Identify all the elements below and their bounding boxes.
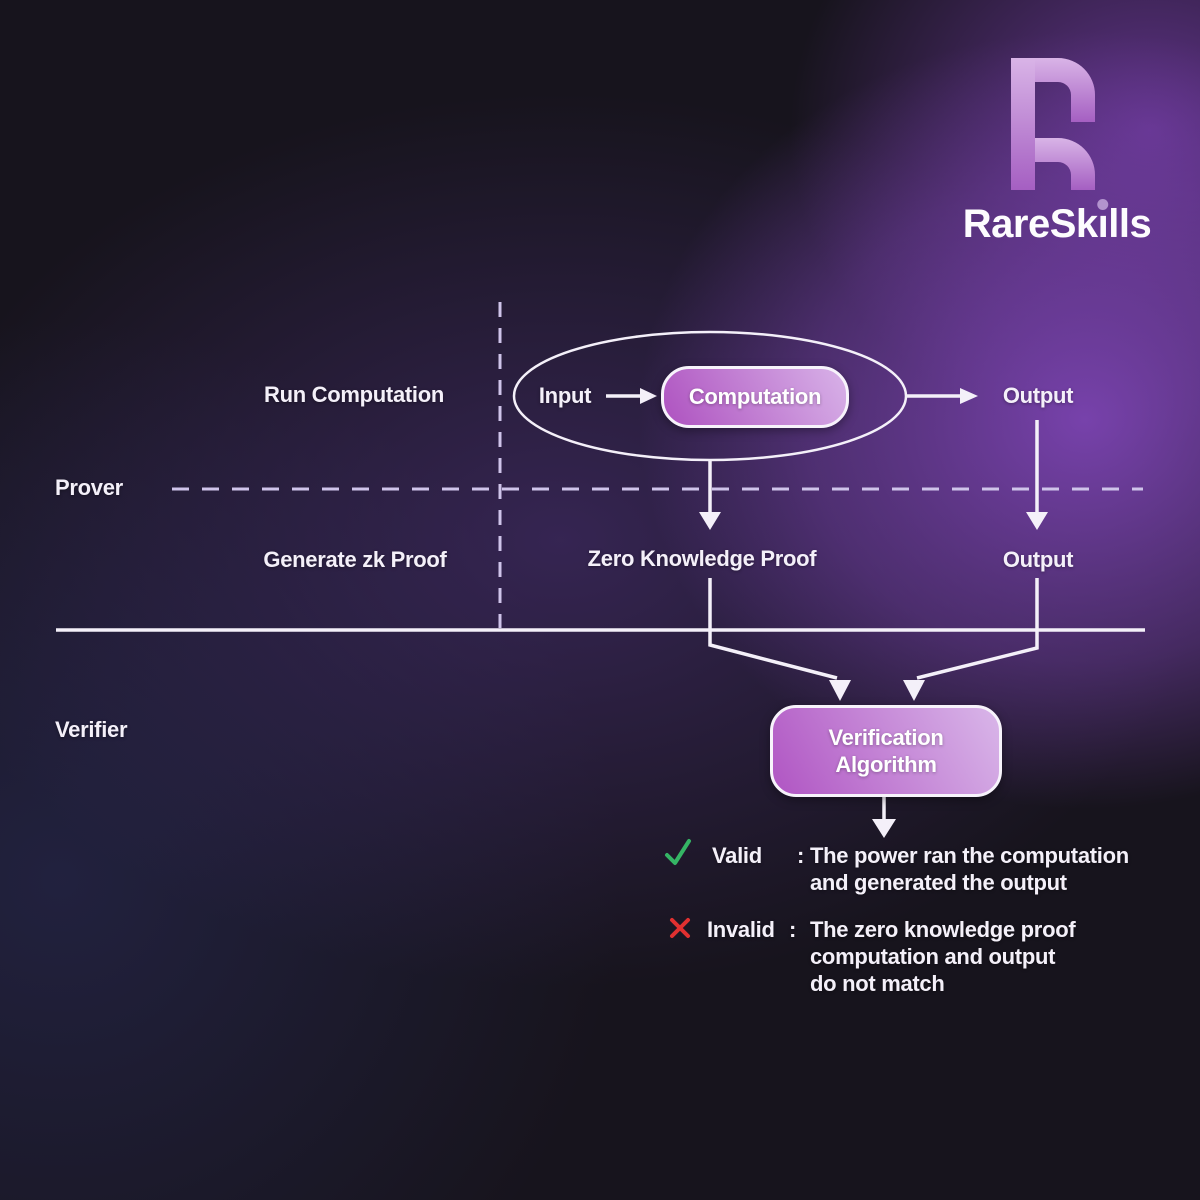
arrow-output-to-output bbox=[1026, 420, 1048, 530]
valid-label: Valid bbox=[712, 843, 762, 868]
rareskills-r-icon bbox=[1011, 58, 1095, 190]
invalid-description-line1: The zero knowledge proof bbox=[810, 917, 1076, 942]
input-label: Input bbox=[538, 383, 592, 408]
verifier-label: Verifier bbox=[55, 717, 128, 742]
arrow-computation-to-zkproof bbox=[699, 461, 721, 530]
arrow-computation-to-output bbox=[906, 388, 978, 404]
arrow-output-to-verification bbox=[903, 578, 1039, 701]
run-computation-label: Run Computation bbox=[263, 382, 445, 407]
arrow-verification-to-result bbox=[872, 793, 896, 838]
wordmark-post: lls bbox=[1108, 202, 1152, 246]
output-top-label: Output bbox=[1002, 383, 1074, 408]
x-icon bbox=[670, 918, 690, 938]
check-icon bbox=[665, 839, 691, 865]
arrow-input-to-computation bbox=[606, 388, 657, 404]
arrow-zkproof-to-verification bbox=[708, 578, 851, 701]
invalid-colon: : bbox=[789, 917, 797, 942]
invalid-label: Invalid bbox=[707, 917, 775, 942]
output-bottom-label: Output bbox=[1002, 547, 1074, 572]
computation-box: Computation bbox=[661, 366, 849, 428]
verification-algorithm-box: Verification Algorithm bbox=[770, 705, 1002, 797]
invalid-description: The zero knowledge proof computation and… bbox=[810, 916, 1076, 997]
valid-description: The power ran the computation and genera… bbox=[810, 842, 1129, 896]
valid-description-line2: and generated the output bbox=[810, 870, 1067, 895]
zero-knowledge-proof-label: Zero Knowledge Proof bbox=[587, 546, 817, 571]
prover-label: Prover bbox=[55, 475, 123, 500]
generate-zk-proof-label: Generate zk Proof bbox=[263, 547, 447, 572]
invalid-description-line2: computation and output bbox=[810, 944, 1056, 969]
verification-box-line2: Algorithm bbox=[835, 752, 937, 777]
brand-i-dot bbox=[1097, 199, 1109, 210]
invalid-description-line3: do not match bbox=[810, 971, 945, 996]
wordmark-pre: RareSk bbox=[962, 202, 1098, 246]
valid-description-line1: The power ran the computation bbox=[810, 843, 1129, 868]
wordmark-i: ı bbox=[1097, 199, 1109, 246]
valid-colon: : bbox=[797, 843, 805, 868]
computation-box-label: Computation bbox=[688, 384, 822, 409]
verification-box-line1: Verification bbox=[828, 725, 944, 750]
wordmark-i-stem: ı bbox=[1097, 202, 1109, 246]
